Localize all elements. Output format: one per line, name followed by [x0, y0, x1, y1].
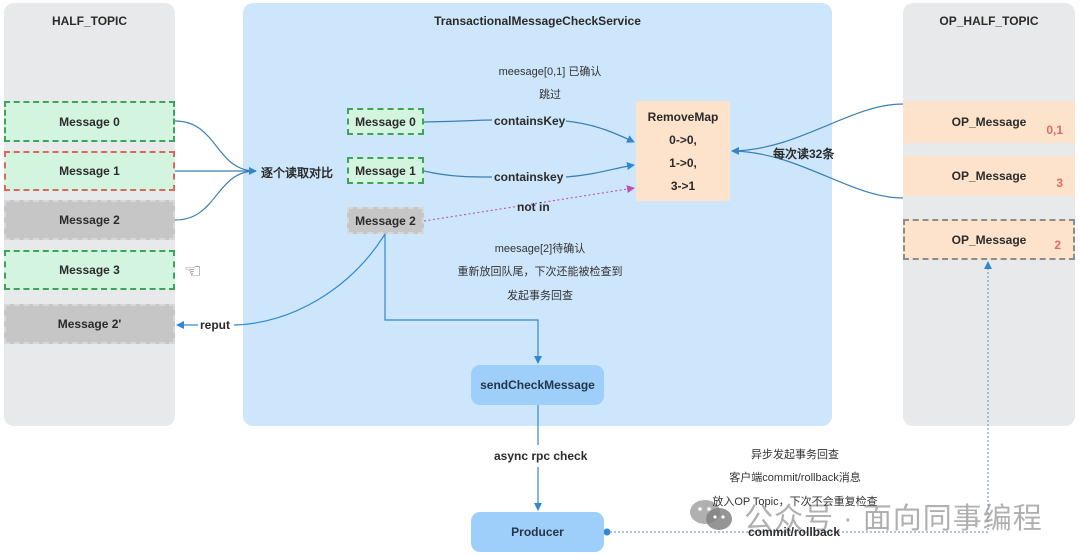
half-message-2[interactable]: Message 2	[4, 200, 175, 240]
op-message-ids: 0,1	[1046, 123, 1063, 137]
check-message-2[interactable]: Message 2	[347, 207, 424, 234]
reput-label: reput	[200, 318, 230, 332]
message-label: Message 2'	[57, 317, 122, 331]
check-message-0[interactable]: Message 0	[347, 108, 424, 135]
message-label: Message 0	[355, 114, 416, 129]
half-topic-title: HALF_TOPIC	[51, 14, 128, 28]
async-rpc-label: async rpc check	[494, 449, 588, 463]
send-check-message-node[interactable]: sendCheckMessage	[471, 365, 604, 405]
op-half-topic-panel: OP_HALF_TOPIC	[903, 3, 1075, 426]
confirmed-note-line-2: 跳过	[539, 89, 561, 101]
producer-port	[603, 528, 611, 536]
op-message-label: OP_Message	[951, 232, 1027, 247]
message-label: Message 1	[355, 163, 416, 178]
remove-map: RemoveMap 0->0, 1->0, 3->1	[636, 101, 730, 201]
message-label: Message 3	[59, 263, 120, 277]
remove-map-entry: 0->0,	[669, 133, 697, 147]
op-message-label: OP_Message	[951, 115, 1027, 129]
half-message-2-reput[interactable]: Message 2'	[4, 304, 175, 344]
contains-key-label-0: containsKey	[494, 114, 566, 128]
half-message-3[interactable]: Message 3	[4, 250, 175, 290]
callback-note-line-3: 放入OP Topic，下次不会重复检查	[712, 496, 878, 508]
pending-note-line-3: 发起事务回查	[507, 290, 573, 302]
op-message-2[interactable]: OP_Message 2	[903, 219, 1075, 260]
half-message-1[interactable]: Message 1	[4, 151, 175, 191]
check-message-1[interactable]: Message 1	[347, 157, 424, 184]
message-label: Message 0	[59, 114, 120, 129]
callback-note-line-2: 客户端commit/rollback消息	[729, 472, 861, 484]
batch-read-label: 每次读32条	[773, 147, 835, 161]
op-message-0-1[interactable]: OP_Message 0,1	[903, 101, 1075, 143]
wechat-icon	[690, 500, 732, 530]
pending-note-line-1: meesage[2]待确认	[494, 243, 586, 255]
remove-map-entry: 3->1	[670, 179, 696, 193]
commit-rollback-label: commit/rollback	[748, 525, 841, 539]
pending-note-line-2: 重新放回队尾，下次还能被检查到	[457, 266, 623, 278]
op-message-3[interactable]: OP_Message 3	[903, 156, 1075, 196]
callback-note-line-1: 异步发起事务回查	[751, 449, 839, 461]
message-label: Message 1	[59, 164, 120, 178]
watermark-text: 公众号 · 面向同事编程	[744, 503, 1043, 535]
contains-key-label-1: containskey	[494, 170, 564, 184]
remove-map-title: RemoveMap	[647, 110, 719, 124]
op-half-topic-title: OP_HALF_TOPIC	[939, 14, 1039, 28]
op-message-ids: 2	[1054, 238, 1061, 252]
hand-pointing-left-icon: ☜	[184, 261, 202, 283]
read-compare-label: 逐个读取对比	[261, 166, 334, 180]
message-label: Message 2	[59, 213, 120, 227]
op-message-ids: 3	[1056, 176, 1063, 190]
op-message-label: OP_Message	[951, 169, 1027, 183]
remove-map-entry: 1->0,	[669, 156, 697, 170]
confirmed-note-line-1: meesage[0,1] 已确认	[498, 66, 602, 78]
producer-node[interactable]: Producer	[471, 512, 604, 552]
not-in-label: not in	[517, 200, 550, 214]
message-label: Message 2	[355, 213, 416, 228]
check-service-title: TransactionalMessageCheckService	[434, 14, 641, 28]
half-message-0[interactable]: Message 0	[4, 101, 175, 142]
